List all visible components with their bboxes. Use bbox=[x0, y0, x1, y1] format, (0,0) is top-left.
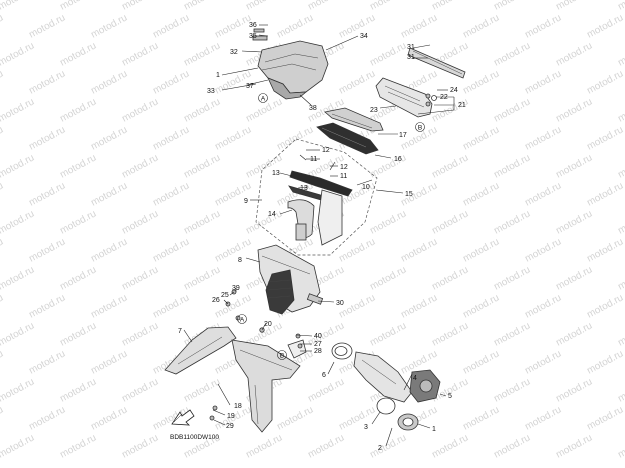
callout-29: 29 bbox=[226, 423, 234, 430]
watermark-text: motod.ru bbox=[616, 0, 625, 13]
callout-31-b: 31 bbox=[407, 54, 415, 61]
callout-34: 34 bbox=[360, 33, 368, 40]
panel-16 bbox=[316, 122, 379, 155]
callout-24: 24 bbox=[450, 87, 458, 94]
callout-10: 10 bbox=[362, 184, 370, 191]
callout-11-a: 11 bbox=[310, 156, 317, 163]
callout-13-a: 13 bbox=[272, 170, 280, 177]
lower-cover bbox=[231, 339, 307, 433]
seat-cowl bbox=[252, 28, 329, 100]
ref-b-top-label: B bbox=[418, 125, 422, 132]
callout-14: 14 bbox=[268, 211, 276, 218]
callout-37: 37 bbox=[246, 83, 254, 90]
diagram-code: BDB1100DW100 bbox=[170, 434, 219, 441]
callout-4: 4 bbox=[413, 375, 417, 382]
front-arrow-icon bbox=[171, 409, 195, 426]
callout-6: 6 bbox=[322, 372, 326, 379]
callout-19: 19 bbox=[227, 413, 235, 420]
callout-31-a: 31 bbox=[407, 44, 415, 51]
ref-a-top-label: A bbox=[261, 96, 266, 103]
callout-2: 2 bbox=[378, 445, 382, 452]
ref-b-bottom-label: B bbox=[280, 353, 284, 360]
callout-18: 18 bbox=[234, 403, 242, 410]
callout-38: 38 bbox=[309, 105, 317, 112]
bracket-17 bbox=[324, 107, 384, 132]
callout-26: 26 bbox=[212, 297, 220, 304]
callout-22: 22 bbox=[440, 94, 448, 101]
callout-33: 33 bbox=[207, 88, 215, 95]
callout-3: 3 bbox=[364, 424, 368, 431]
leader-lines bbox=[183, 24, 455, 447]
callout-21: 21 bbox=[458, 102, 466, 109]
callout-17: 17 bbox=[399, 132, 407, 139]
callout-8: 8 bbox=[238, 257, 242, 264]
callout-7: 7 bbox=[178, 328, 182, 335]
callout-28: 28 bbox=[314, 348, 322, 355]
callout-39: 39 bbox=[232, 285, 240, 292]
callout-13-b: 13 bbox=[300, 185, 308, 192]
ref-a-bottom-label: A bbox=[240, 317, 245, 324]
callout-9: 9 bbox=[244, 198, 248, 205]
reference-markers: A B A B bbox=[237, 93, 425, 360]
callout-1-bottom: 1 bbox=[432, 426, 436, 433]
ref-b-bottom bbox=[277, 350, 287, 360]
callout-20: 20 bbox=[264, 321, 272, 328]
callout-16: 16 bbox=[394, 156, 402, 163]
ref-a-top bbox=[258, 93, 268, 103]
hardware bbox=[209, 93, 431, 421]
callout-5: 5 bbox=[448, 393, 452, 400]
callout-27: 27 bbox=[314, 341, 322, 348]
callout-23: 23 bbox=[370, 107, 378, 114]
callouts: 36 35 32 34 1 37 33 38 31 31 24 22 21 23… bbox=[178, 22, 466, 452]
callout-25: 25 bbox=[221, 292, 229, 299]
callout-30: 30 bbox=[336, 300, 344, 307]
callout-40: 40 bbox=[314, 333, 322, 340]
ref-b-top bbox=[415, 122, 425, 132]
callout-12-a: 12 bbox=[322, 147, 330, 154]
side-fairing bbox=[164, 326, 237, 375]
airbox-group bbox=[255, 138, 378, 256]
callout-36: 36 bbox=[249, 22, 257, 29]
callout-12-b: 12 bbox=[340, 164, 348, 171]
callout-1-top: 1 bbox=[216, 72, 220, 79]
callout-35: 35 bbox=[249, 33, 257, 40]
rear-cover bbox=[375, 47, 466, 118]
right-assembly bbox=[331, 342, 441, 431]
callout-15: 15 bbox=[405, 191, 413, 198]
ref-a-bottom bbox=[237, 314, 247, 324]
callout-11-b: 11 bbox=[340, 173, 347, 180]
callout-32: 32 bbox=[230, 49, 238, 56]
